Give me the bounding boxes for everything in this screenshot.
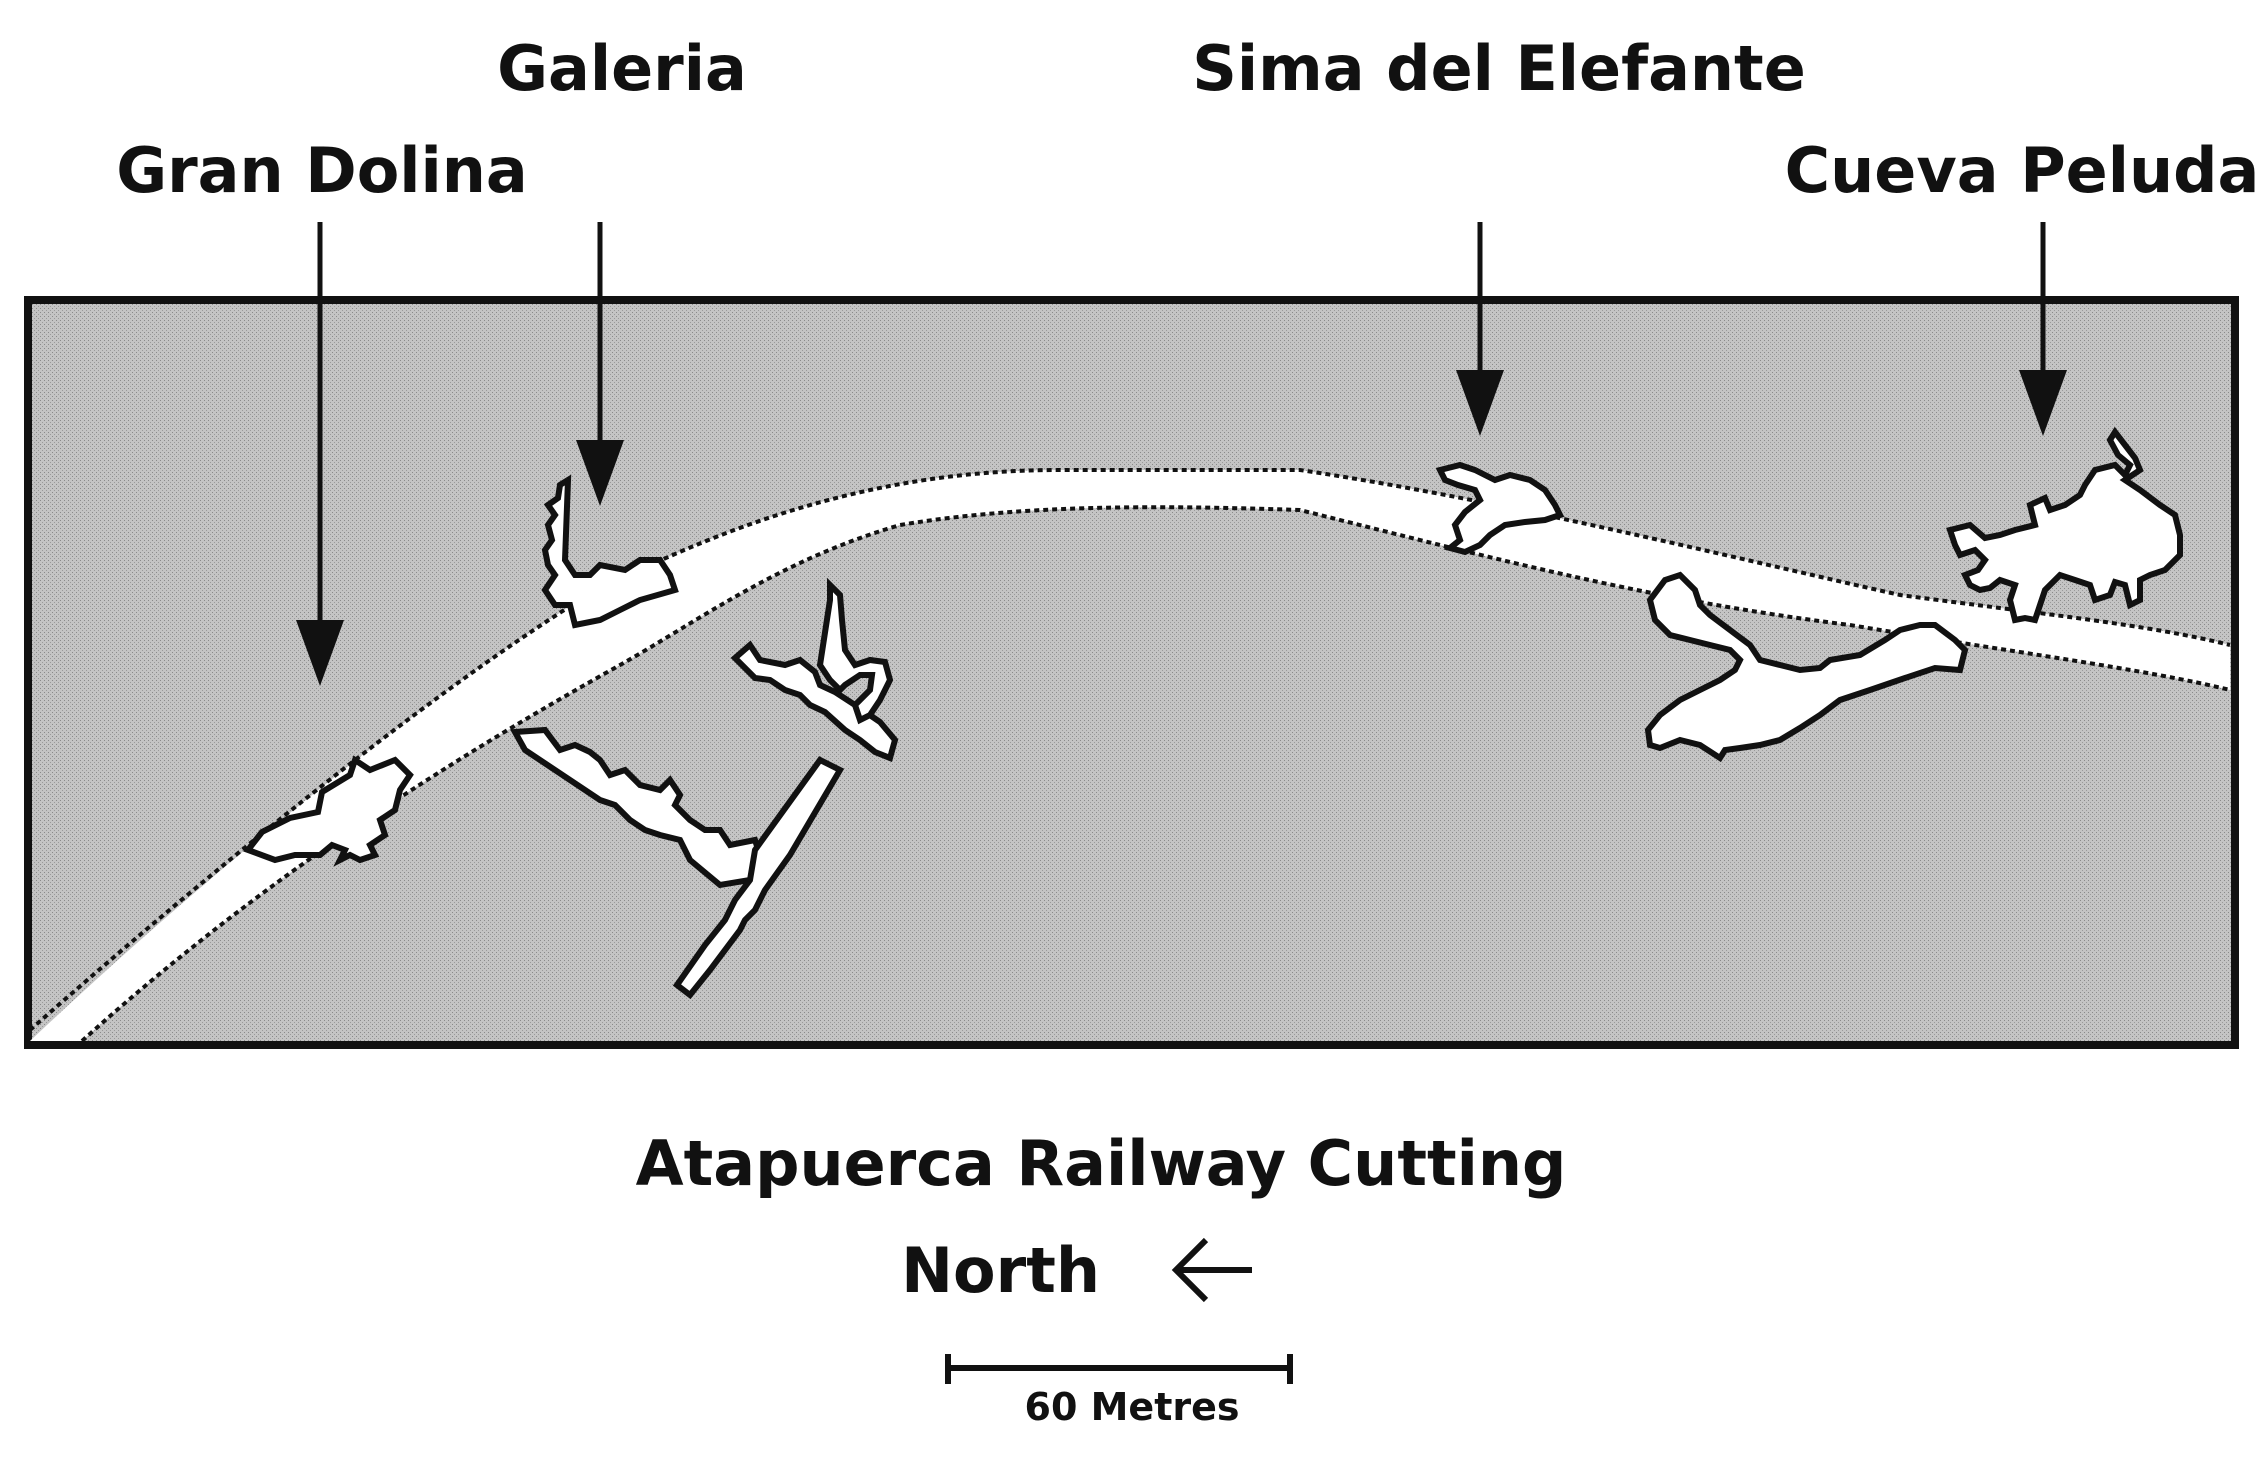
north-label: North (901, 1234, 1100, 1307)
galeria-branch-loop (816, 577, 894, 725)
site-label-cueva-peluda: Cueva Peluda (1785, 134, 2260, 207)
scale-bar (945, 1354, 1293, 1384)
sima-del-elefante-cave (1435, 461, 1565, 556)
arrow-cueva-peluda (2019, 222, 2067, 436)
galeria-branch-long (672, 756, 845, 1000)
site-label-galeria: Galeria (497, 32, 747, 105)
cutting-edge-lower (80, 505, 2231, 1043)
site-label-gran-dolina: Gran Dolina (116, 134, 528, 207)
galeria-branch-south (510, 726, 764, 889)
gran-dolina-cave (243, 755, 414, 867)
site-label-sima-del-elefante: Sima del Elefante (1192, 32, 1806, 105)
galeria-branch-east (730, 640, 899, 763)
cutting-edge-upper (28, 468, 2231, 1032)
arrow-gran-dolina (296, 222, 344, 686)
cueva-peluda-lower-chamber (1644, 571, 1969, 763)
arrow-galeria (576, 222, 624, 506)
arrow-sima-del-elefante (1456, 222, 1504, 436)
map-title: Atapuerca Railway Cutting (636, 1127, 1567, 1200)
scale-bar-label: 60 Metres (1025, 1385, 1240, 1429)
galeria-cave (541, 474, 679, 629)
left-arrow-icon (1171, 1237, 1252, 1303)
cueva-peluda-cave (1946, 426, 2183, 624)
